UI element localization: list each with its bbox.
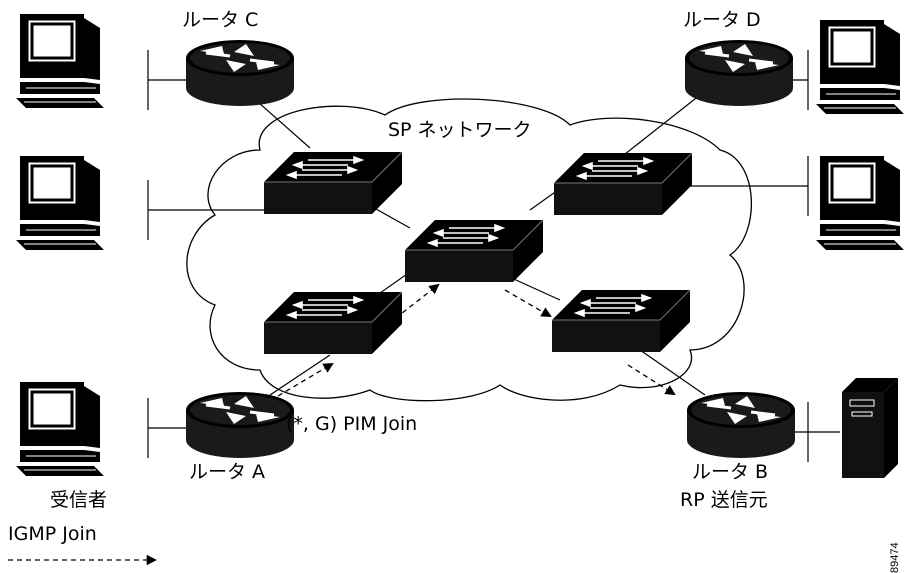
pim-join-label: (*, G) PIM Join bbox=[286, 413, 417, 435]
router-a bbox=[184, 390, 296, 460]
router-b bbox=[685, 390, 797, 460]
igmp-join-label: IGMP Join bbox=[8, 523, 97, 545]
pc-left-top bbox=[14, 12, 106, 110]
pc-left-middle bbox=[14, 154, 106, 252]
receiver-label: 受信者 bbox=[50, 489, 107, 511]
router-b-label: ルータ B bbox=[692, 461, 768, 483]
figure-id: 89474 bbox=[889, 542, 901, 573]
pc-right-top bbox=[814, 18, 904, 116]
pc-right-middle bbox=[814, 154, 904, 252]
router-d-label: ルータ D bbox=[683, 9, 761, 31]
switch-left-top bbox=[263, 151, 403, 215]
router-c bbox=[184, 38, 296, 108]
router-c-label: ルータ C bbox=[182, 9, 258, 31]
rp-source-label: RP 送信元 bbox=[680, 489, 768, 511]
link-lines bbox=[147, 50, 840, 462]
pc-receiver bbox=[14, 380, 106, 478]
router-d bbox=[683, 38, 795, 108]
switch-right-bottom bbox=[551, 289, 691, 353]
server-source bbox=[841, 377, 899, 479]
switch-right-top bbox=[553, 152, 693, 216]
pim-join-arrows bbox=[277, 283, 676, 397]
cloud-label: SP ネットワーク bbox=[388, 119, 532, 141]
router-a-label: ルータ A bbox=[189, 461, 265, 483]
switch-center bbox=[404, 219, 544, 283]
switch-left-bottom bbox=[263, 291, 403, 355]
